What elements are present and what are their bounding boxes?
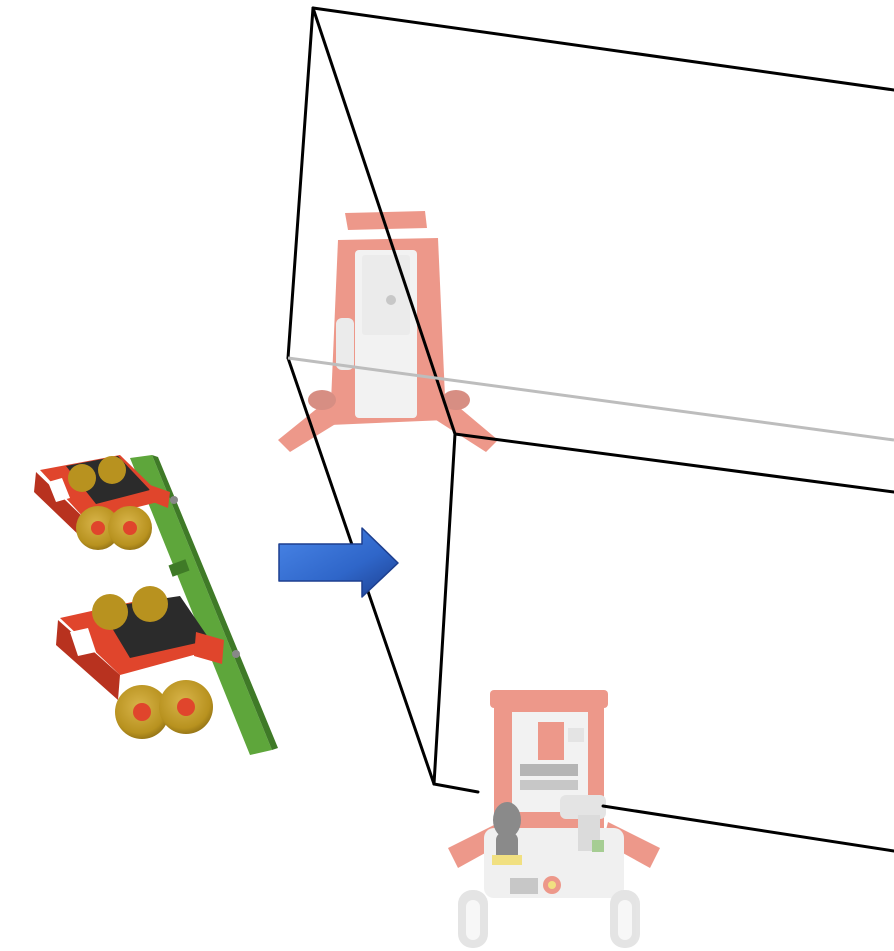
right-arrow-icon xyxy=(279,528,398,597)
box-edge-left-upper xyxy=(288,8,313,358)
hydraulic-jack-icon xyxy=(278,211,498,452)
box-edge-bottom-stub xyxy=(434,784,478,792)
hydraulic-pump-cart-icon xyxy=(448,690,660,948)
box-edge-mid-front xyxy=(455,434,894,492)
box-edge-front-vertical xyxy=(434,434,455,784)
box-edge-top xyxy=(313,8,894,90)
skate-roller-set-icon xyxy=(34,455,278,755)
